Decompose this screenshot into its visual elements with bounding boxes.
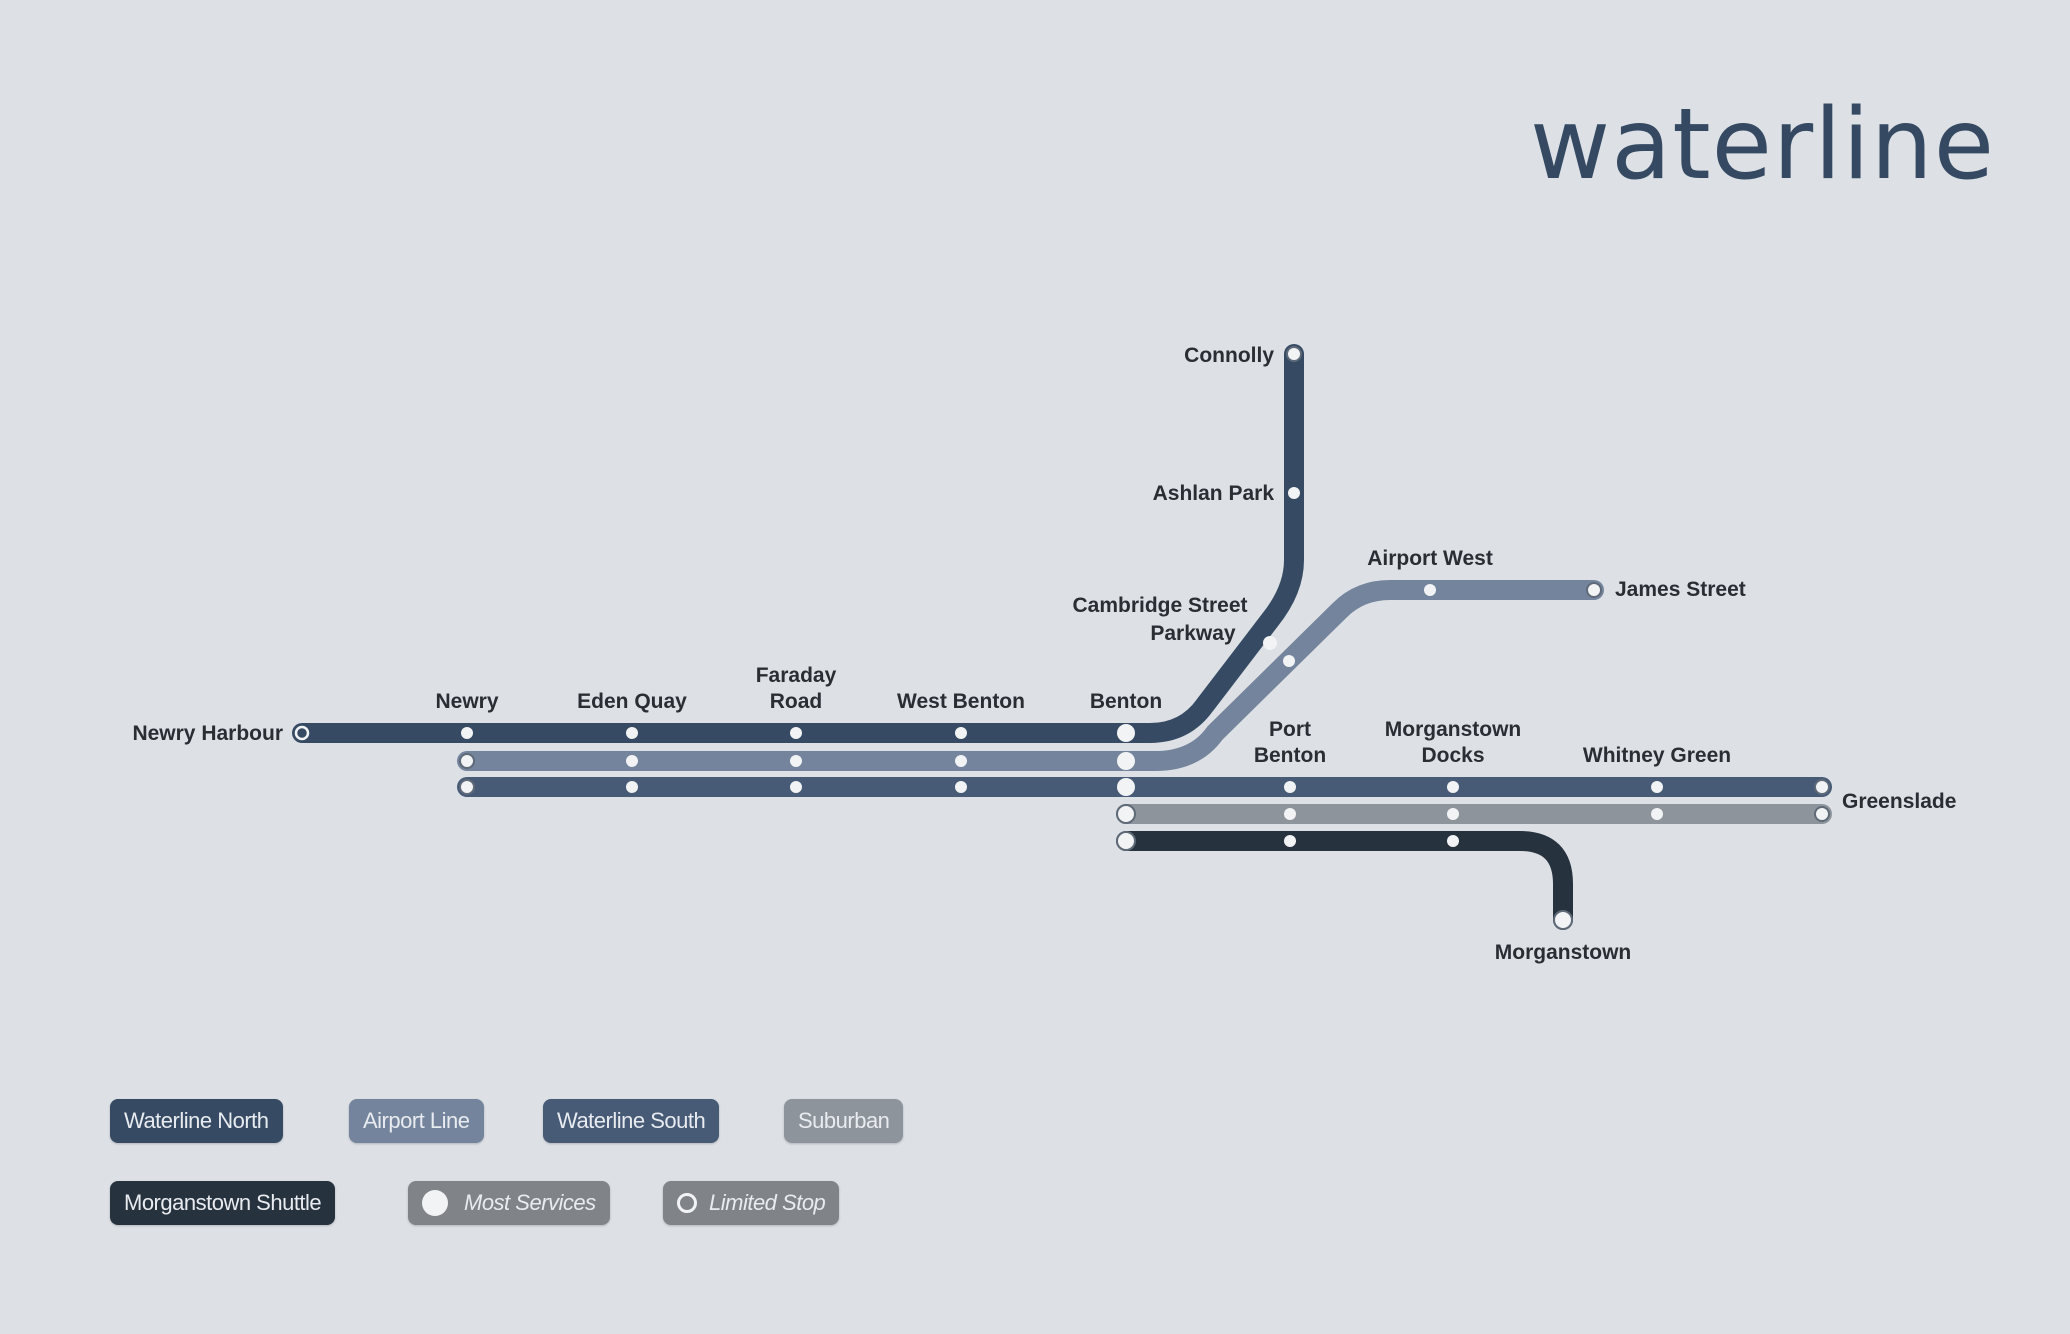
station-dot[interactable] xyxy=(1263,636,1277,650)
terminal-ring[interactable] xyxy=(1586,582,1602,598)
station-dot[interactable] xyxy=(626,755,638,767)
terminal-ring[interactable] xyxy=(1553,910,1573,930)
station-label-james-street: James Street xyxy=(1615,578,1746,601)
station-dot[interactable] xyxy=(1447,835,1459,847)
station-dot[interactable] xyxy=(1651,781,1663,793)
station-dot[interactable] xyxy=(790,755,802,767)
legend-label: Airport Line xyxy=(363,1108,470,1133)
station-label-morganstown-docks-1: Morganstown xyxy=(1385,718,1522,741)
station-label-whitney-green: Whitney Green xyxy=(1583,744,1731,767)
station-dot[interactable] xyxy=(1117,778,1135,796)
legend-label: Morganstown Shuttle xyxy=(124,1190,322,1215)
line-morganstown-shuttle[interactable] xyxy=(1116,831,1573,930)
station-label-faraday-road-1: Faraday xyxy=(756,664,837,687)
limited-stop-icon xyxy=(677,1193,697,1213)
station-dot[interactable] xyxy=(1117,724,1135,742)
station-label-morganstown-docks-2: Docks xyxy=(1421,744,1484,767)
terminal-ring[interactable] xyxy=(459,753,475,769)
station-dot[interactable] xyxy=(790,781,802,793)
most-services-icon xyxy=(422,1190,448,1216)
station-label-cambridge-2: Parkway xyxy=(1150,622,1236,645)
legend-label: Limited Stop xyxy=(709,1190,826,1215)
legend-limited-stop[interactable]: Limited Stop xyxy=(663,1181,840,1225)
station-dot[interactable] xyxy=(1447,808,1459,820)
station-label-newry-harbour: Newry Harbour xyxy=(132,722,283,745)
station-dot[interactable] xyxy=(1424,584,1436,596)
line-waterline-north[interactable] xyxy=(292,344,1304,743)
terminal-ring[interactable] xyxy=(1286,346,1302,362)
legend-most-services[interactable]: Most Services xyxy=(408,1181,610,1225)
station-dot[interactable] xyxy=(1283,655,1295,667)
station-label-morganstown: Morganstown xyxy=(1495,941,1632,964)
legend-morganstown-shuttle[interactable]: Morganstown Shuttle xyxy=(110,1181,336,1225)
station-label-eden-quay: Eden Quay xyxy=(577,690,687,713)
station-label-benton: Benton xyxy=(1090,690,1162,713)
station-label-newry: Newry xyxy=(435,690,498,713)
station-dot[interactable] xyxy=(626,781,638,793)
station-dot[interactable] xyxy=(955,781,967,793)
station-label-airport-west: Airport West xyxy=(1367,547,1493,570)
legend-label: Most Services xyxy=(464,1190,596,1215)
station-dot[interactable] xyxy=(955,727,967,739)
station-label-west-benton: West Benton xyxy=(897,690,1025,713)
station-dot[interactable] xyxy=(1284,781,1296,793)
station-dot[interactable] xyxy=(790,727,802,739)
station-dot[interactable] xyxy=(1284,808,1296,820)
legend-suburban[interactable]: Suburban xyxy=(784,1099,904,1143)
legend-label: Waterline South xyxy=(557,1108,706,1133)
terminal-ring[interactable] xyxy=(1116,831,1136,851)
terminal-ring[interactable] xyxy=(459,779,475,795)
station-label-connolly: Connolly xyxy=(1184,344,1274,367)
legend-waterline-south[interactable]: Waterline South xyxy=(543,1099,720,1143)
station-dot[interactable] xyxy=(1117,752,1135,770)
station-dot[interactable] xyxy=(1284,835,1296,847)
legend-airport-line[interactable]: Airport Line xyxy=(349,1099,484,1143)
station-dot[interactable] xyxy=(1447,781,1459,793)
terminal-ring[interactable] xyxy=(1116,804,1136,824)
station-label-port-benton-2: Benton xyxy=(1254,744,1326,767)
station-dot[interactable] xyxy=(1651,808,1663,820)
station-label-faraday-road-2: Road xyxy=(770,690,823,713)
station-dot[interactable] xyxy=(1288,487,1300,499)
station-label-cambridge-1: Cambridge Street xyxy=(1072,594,1247,617)
station-label-ashlan-park: Ashlan Park xyxy=(1153,482,1275,505)
station-dot[interactable] xyxy=(955,755,967,767)
legend-waterline-north[interactable]: Waterline North xyxy=(110,1099,283,1143)
station-label-port-benton-1: Port xyxy=(1269,718,1311,741)
brand-logo: waterline xyxy=(1530,88,1996,202)
terminal-ring[interactable] xyxy=(1814,806,1830,822)
legend-label: Suburban xyxy=(798,1108,890,1133)
line-airport[interactable] xyxy=(457,580,1604,771)
terminal-ring[interactable] xyxy=(1814,779,1830,795)
legend-label: Waterline North xyxy=(124,1108,269,1133)
station-dot[interactable] xyxy=(626,727,638,739)
station-label-greenslade: Greenslade xyxy=(1842,790,1956,813)
station-dot[interactable] xyxy=(461,727,473,739)
limited-stop-ring[interactable] xyxy=(294,725,310,741)
